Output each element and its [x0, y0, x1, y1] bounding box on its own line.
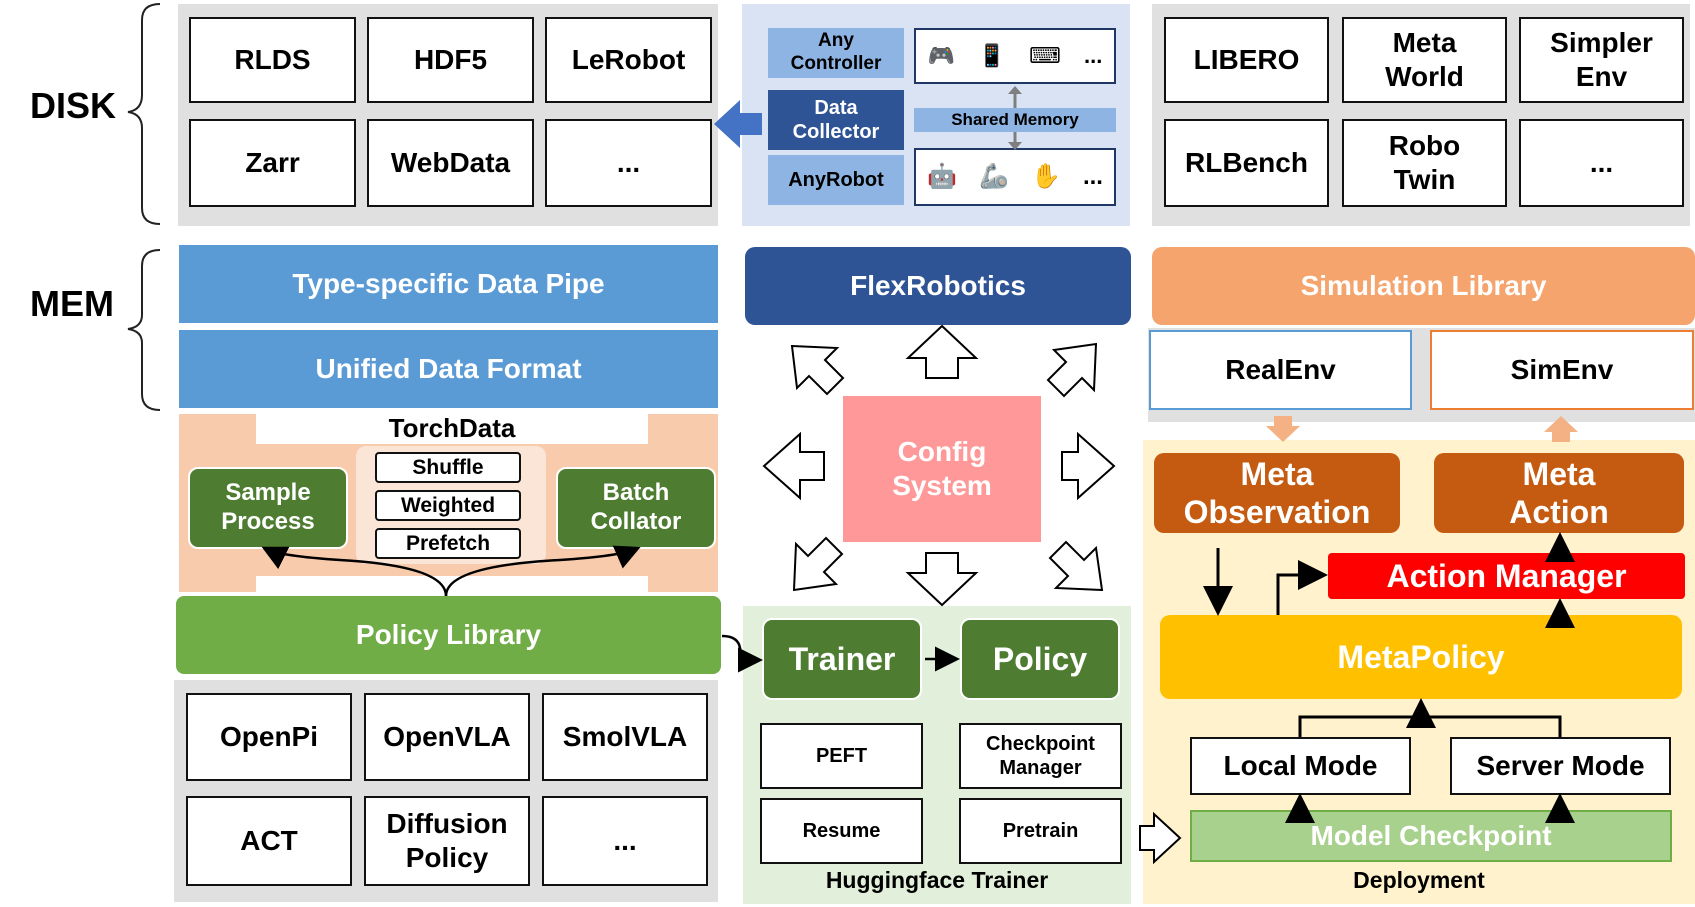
- disk-label: DISK: [30, 85, 117, 126]
- format-webdata: WebData: [367, 119, 534, 207]
- bench-libero: LIBERO: [1164, 17, 1329, 103]
- bench-simplerenv: Simpler Env: [1519, 17, 1684, 103]
- action-manager-box: Action Manager: [1328, 553, 1685, 599]
- mem-brace: [127, 249, 161, 411]
- trainer-box: Trainer: [762, 618, 922, 700]
- policy-act: ACT: [186, 796, 352, 886]
- format-zarr: Zarr: [189, 119, 356, 207]
- huggingface-trainer-caption: Huggingface Trainer: [825, 867, 1049, 894]
- feature-checkpoint-manager: Checkpoint Manager: [959, 723, 1122, 789]
- simulation-library-bar: Simulation Library: [1152, 247, 1695, 325]
- data-collector-box: Data Collector: [768, 90, 904, 150]
- op-weighted: Weighted: [375, 490, 521, 521]
- mem-label: MEM: [30, 283, 114, 324]
- policy-library-bar: Policy Library: [176, 596, 721, 674]
- feature-pretrain: Pretrain: [959, 798, 1122, 864]
- feature-resume: Resume: [760, 798, 923, 864]
- format-lerobot: LeRobot: [545, 17, 712, 103]
- policy-diffusion: Diffusion Policy: [364, 796, 530, 886]
- bench-rlbench: RLBench: [1164, 119, 1329, 207]
- format-rlds: RLDS: [189, 17, 356, 103]
- torchdata-title-notch: [256, 414, 648, 444]
- torchdata-title: TorchData: [388, 413, 516, 444]
- config-system-box: Config System: [843, 396, 1041, 542]
- any-controller-box: Any Controller: [768, 28, 904, 78]
- policy-openvla: OpenVLA: [364, 693, 530, 781]
- op-prefetch: Prefetch: [375, 528, 521, 559]
- op-shuffle: Shuffle: [375, 452, 521, 483]
- robot-icons-box: 🤖 🦾 ✋ ...: [914, 148, 1116, 206]
- robot-hand-icon: ✋: [1030, 162, 1061, 190]
- type-specific-data-pipe: Type-specific Data Pipe: [179, 245, 718, 323]
- controller-icons-box: 🎮 📱 ⌨ ...: [914, 28, 1116, 84]
- server-mode-box: Server Mode: [1450, 737, 1671, 795]
- meta-observation-box: Meta Observation: [1154, 453, 1400, 533]
- sample-process-box: Sample Process: [188, 467, 348, 549]
- robot-arm-icon: 🦾: [979, 162, 1009, 190]
- policy-box: Policy: [960, 618, 1120, 700]
- feature-peft: PEFT: [760, 723, 923, 789]
- robot-more: ...: [1082, 162, 1103, 190]
- model-checkpoint-bar: Model Checkpoint: [1190, 810, 1672, 862]
- meta-action-box: Meta Action: [1434, 453, 1684, 533]
- phone-icon: 📱: [978, 42, 1006, 68]
- format-more: ...: [545, 119, 712, 207]
- bench-robotwin: Robo Twin: [1342, 119, 1507, 207]
- sim-env-box: SimEnv: [1430, 330, 1694, 410]
- keyboard-icon: ⌨: [1028, 42, 1061, 68]
- disk-brace: [127, 3, 161, 225]
- local-mode-box: Local Mode: [1190, 737, 1411, 795]
- humanoid-robot-icon: 🤖: [927, 162, 957, 190]
- batch-collator-box: Batch Collator: [556, 467, 716, 549]
- format-hdf5: HDF5: [367, 17, 534, 103]
- metapolicy-box: MetaPolicy: [1160, 615, 1682, 699]
- real-env-box: RealEnv: [1149, 330, 1412, 410]
- controller-more: ...: [1084, 42, 1103, 68]
- gamepad-icon: 🎮: [927, 42, 956, 68]
- policy-openpi: OpenPi: [186, 693, 352, 781]
- policy-more: ...: [542, 796, 708, 886]
- any-robot-box: AnyRobot: [768, 155, 904, 205]
- flexrobotics-bar: FlexRobotics: [745, 247, 1131, 325]
- shared-memory-bar: Shared Memory: [914, 108, 1116, 132]
- torchdata-bottom-notch: [256, 576, 648, 594]
- deployment-caption: Deployment: [1353, 867, 1485, 894]
- bench-more: ...: [1519, 119, 1684, 207]
- bench-metaworld: Meta World: [1342, 17, 1507, 103]
- unified-data-format: Unified Data Format: [179, 330, 718, 408]
- policy-smolvla: SmolVLA: [542, 693, 708, 781]
